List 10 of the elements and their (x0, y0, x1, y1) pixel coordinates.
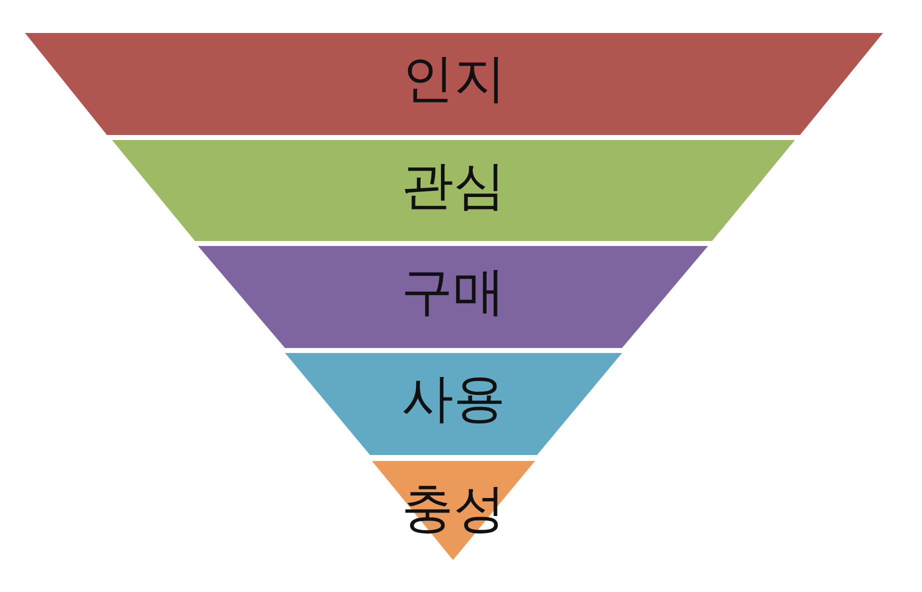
band-label: 관심 (400, 160, 506, 212)
funnel-band (198, 246, 708, 348)
band-label: 사용 (400, 373, 506, 425)
funnel-band (25, 33, 883, 135)
funnel-band (372, 461, 535, 560)
funnel-band (285, 353, 622, 455)
funnel-band (112, 140, 795, 241)
band-label: 충성 (400, 483, 506, 535)
band-label: 구매 (400, 266, 506, 318)
band-label: 인지 (401, 53, 507, 105)
